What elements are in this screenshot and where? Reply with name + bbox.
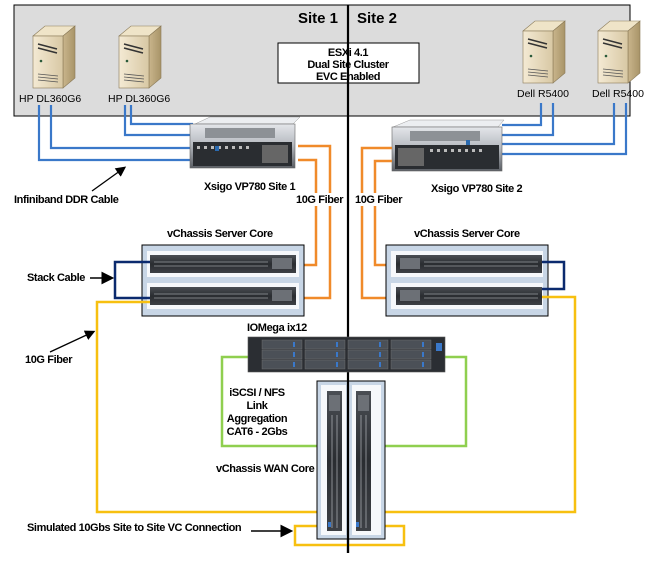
tower-server-icon [32, 25, 76, 89]
iscsi-line2: Link [246, 400, 268, 412]
switch-top [150, 255, 296, 273]
simulated-connection-label: Simulated 10Gbs Site to Site VC Connecti… [27, 522, 242, 534]
switch-top [396, 255, 542, 273]
infiniband-arrow-icon [91, 166, 127, 192]
tower-server-icon [597, 20, 641, 84]
server-label: HP DL360G6 [108, 93, 170, 105]
xsigo-site1-label: Xsigo VP780 Site 1 [204, 181, 296, 193]
xsigo-vp780-site2: Xsigo VP780 Site 2 [391, 119, 523, 195]
server-core-site2-label: vChassis Server Core [414, 228, 520, 240]
server-label: Dell R5400 [592, 88, 644, 100]
tower-server-icon [522, 20, 566, 84]
iscsi-line3: Aggregation [227, 413, 288, 425]
storage-label: IOMega ix12 [247, 322, 307, 334]
wan-fiber-cables [95, 295, 577, 547]
server-core-site2: vChassis Server Core [385, 228, 549, 317]
server-hp-1: HP DL360G6 [19, 25, 81, 105]
wan-switch-site1 [327, 391, 342, 531]
stack-cable-label: Stack Cable [27, 272, 85, 284]
iomega-ix12: IOMega ix12 [247, 322, 446, 373]
infiniband-cables-site1 [37, 105, 200, 162]
server-dell-1: Dell R5400 [517, 20, 569, 100]
fiber-outer-label: 10G Fiber [25, 354, 73, 366]
switch-bottom [150, 287, 296, 305]
fiber-cables-site1 [296, 144, 332, 300]
iscsi-line4: CAT6 - 2Gbs [227, 426, 288, 438]
xsigo-vp780-site1: Xsigo VP780 Site 1 [189, 116, 301, 193]
stack-cables [113, 260, 566, 300]
infiniband-label: Infiniband DDR Cable [14, 194, 119, 206]
infiniband-cables-site2 [502, 103, 628, 156]
iscsi-annotation: iSCSI / NFS Link Aggregation CAT6 - 2Gbs [227, 387, 289, 438]
xsigo-site2-label: Xsigo VP780 Site 2 [431, 183, 523, 195]
fiber-label-site1: 10G Fiber [296, 194, 344, 206]
fiber-label-site2: 10G Fiber [355, 194, 403, 206]
tower-server-icon [118, 25, 162, 89]
wan-switch-site2 [356, 391, 371, 531]
fiber-outer-arrow-icon [49, 330, 96, 353]
server-core-site1: vChassis Server Core [141, 228, 305, 317]
wan-core-label: vChassis WAN Core [216, 463, 315, 475]
wan-core: vChassis WAN Core [216, 380, 386, 540]
site-2-label: Site 2 [357, 10, 397, 27]
cat6-cables [220, 355, 468, 448]
server-dell-2: Dell R5400 [592, 20, 644, 100]
server-label: Dell R5400 [517, 88, 569, 100]
server-core-site1-label: vChassis Server Core [167, 228, 273, 240]
switch-bottom [396, 287, 542, 305]
server-hp-2: HP DL360G6 [108, 25, 170, 105]
server-label: HP DL360G6 [19, 93, 81, 105]
site-1-label: Site 1 [298, 10, 338, 27]
iscsi-line1: iSCSI / NFS [229, 387, 285, 399]
